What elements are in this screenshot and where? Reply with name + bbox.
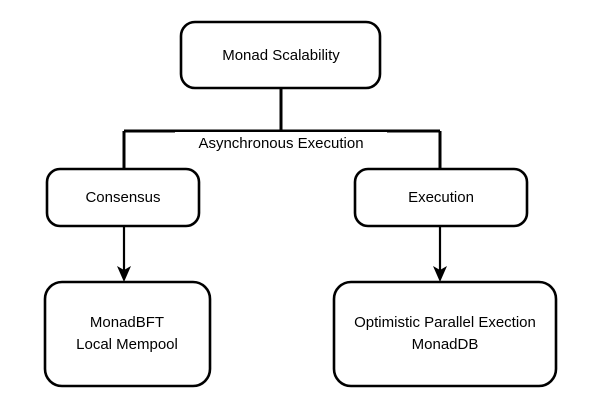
node-monaddb-label-line-1: Optimistic Parallel Exection	[354, 314, 536, 331]
node-execution[interactable]: Execution	[353, 167, 529, 228]
node-monaddb-label-line-2: MonadDB	[412, 336, 479, 353]
node-monad-scalability-label: Monad Scalability	[222, 47, 340, 64]
node-execution-label: Execution	[408, 189, 474, 206]
execution-arrow-head-icon	[433, 266, 447, 282]
edge-label-asynchronous-execution: Asynchronous Execution	[198, 135, 363, 152]
node-monad-scalability-box[interactable]	[179, 20, 382, 90]
node-monadbft-label-line-1: MonadBFT	[90, 314, 164, 331]
edge-root-split: Asynchronous Execution	[122, 88, 442, 169]
edge-consensus-to-monadbft	[117, 226, 131, 282]
node-monad-scalability[interactable]: Monad Scalability	[179, 20, 382, 90]
node-consensus[interactable]: Consensus	[45, 167, 201, 228]
edge-execution-to-monaddb	[433, 226, 447, 282]
node-monadbft[interactable]: MonadBFT Local Mempool	[43, 280, 212, 388]
consensus-arrow-head-icon	[117, 266, 131, 282]
node-consensus-label: Consensus	[85, 189, 160, 206]
edge-label-backdrop	[175, 132, 387, 154]
node-monadbft-label-line-2: Local Mempool	[76, 336, 178, 353]
node-monadbft-box[interactable]	[43, 280, 212, 388]
node-monaddb-box[interactable]	[332, 280, 558, 388]
node-consensus-box[interactable]	[45, 167, 201, 228]
node-execution-box[interactable]	[353, 167, 529, 228]
node-monaddb[interactable]: Optimistic Parallel Exection MonadDB	[332, 280, 558, 388]
